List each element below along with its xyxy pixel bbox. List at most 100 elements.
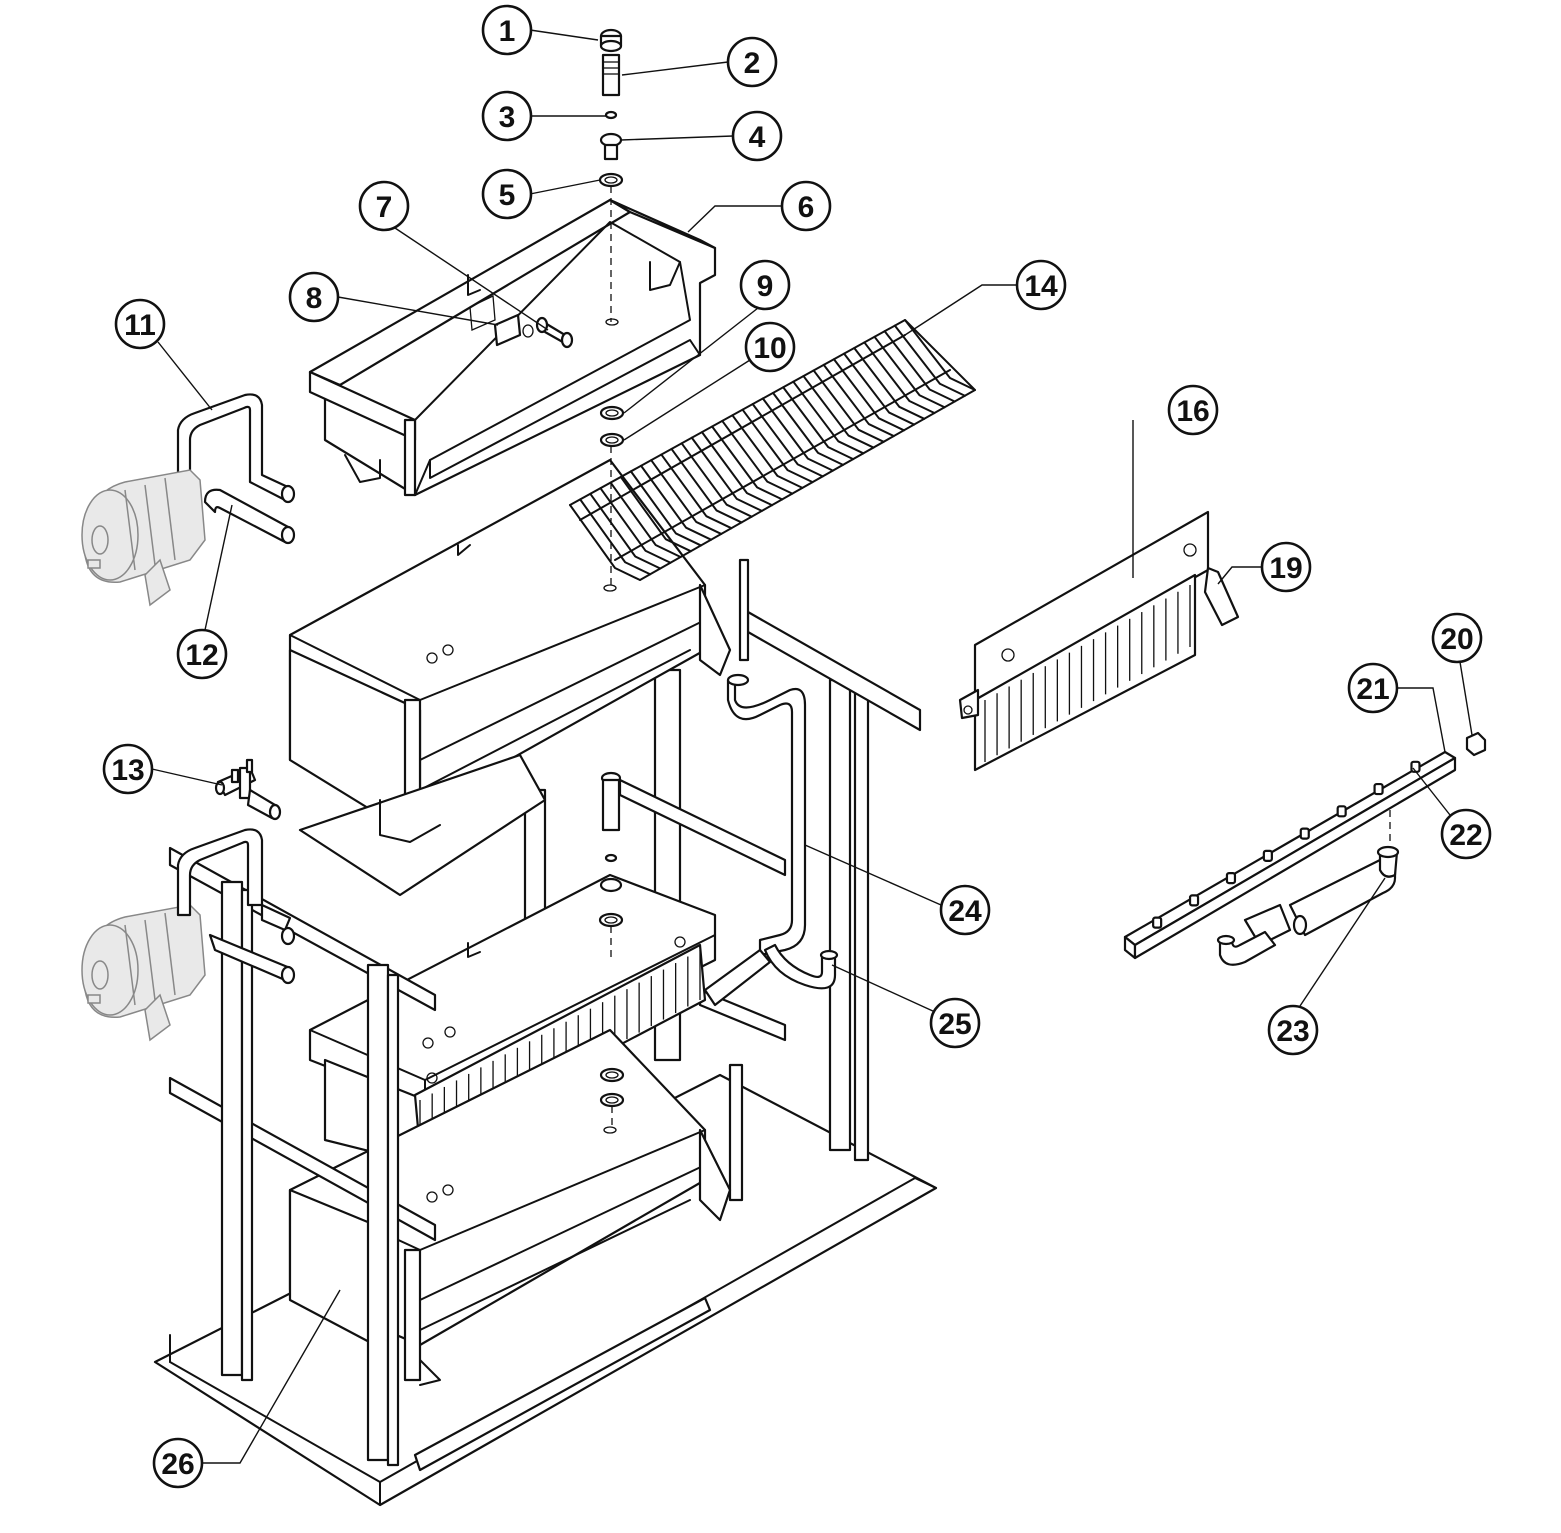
callout-label: 25 xyxy=(938,1008,971,1041)
leader-line-21 xyxy=(1397,687,1446,753)
leader-line-8 xyxy=(337,296,499,326)
spray-nozzle xyxy=(1336,805,1347,818)
grid-rod xyxy=(731,414,804,489)
leader-line-13 xyxy=(151,768,223,786)
callout-5: 5 xyxy=(481,168,533,220)
callout-label: 14 xyxy=(1024,270,1058,303)
callout-16: 16 xyxy=(1167,384,1219,436)
callout-circle xyxy=(288,271,340,323)
panel-16 xyxy=(958,510,1210,772)
leader-line-23 xyxy=(1299,877,1386,1007)
grid-rod xyxy=(904,319,976,391)
drain-pipe-25 xyxy=(703,943,839,1007)
callout-label: 22 xyxy=(1449,819,1482,852)
callout-label: 11 xyxy=(124,309,156,342)
callout-circle xyxy=(1267,1004,1319,1056)
grid-rod xyxy=(650,459,723,535)
callout-11: 11 xyxy=(114,298,166,350)
callout-26: 26 xyxy=(152,1437,204,1489)
grid-rod xyxy=(700,431,773,507)
leader-line-20 xyxy=(1459,661,1473,736)
callout-21: 21 xyxy=(1347,662,1399,714)
spray-nozzle xyxy=(1373,782,1384,796)
callout-label: 16 xyxy=(1176,395,1209,428)
leader-line-12 xyxy=(204,504,233,631)
spray-nozzle xyxy=(1225,872,1237,885)
grid-rod xyxy=(640,464,713,541)
callout-6: 6 xyxy=(780,180,832,232)
callout-22: 22 xyxy=(1440,808,1492,860)
callout-circle xyxy=(481,4,533,56)
callout-circle xyxy=(1260,541,1312,593)
grid-rod xyxy=(599,487,672,564)
spray-nozzle xyxy=(1188,894,1200,907)
leader-line-4 xyxy=(620,135,734,141)
callout-label: 26 xyxy=(161,1448,194,1481)
callout-circle xyxy=(739,259,791,311)
grid-rod xyxy=(751,403,824,478)
callout-2: 2 xyxy=(726,36,778,88)
leader-line-26 xyxy=(202,1289,341,1464)
part-20-cap xyxy=(1465,731,1487,757)
callout-label: 1 xyxy=(499,15,516,48)
drain-pipe-24 xyxy=(726,673,807,957)
callout-label: 7 xyxy=(376,191,393,224)
callout-7: 7 xyxy=(358,180,410,232)
grid-rod xyxy=(569,504,641,581)
grid-rod xyxy=(782,386,855,461)
pump-motor-upper xyxy=(81,469,206,607)
grid-rod xyxy=(670,447,743,524)
spray-nozzle xyxy=(1152,916,1163,929)
leader-line-24 xyxy=(804,844,942,906)
callout-circle xyxy=(102,743,154,795)
assembly-axes xyxy=(610,186,1391,1130)
callout-14: 14 xyxy=(1015,259,1067,311)
leader-line-1 xyxy=(529,29,599,41)
callout-8: 8 xyxy=(288,271,340,323)
callout-circle xyxy=(1015,259,1067,311)
callout-circle xyxy=(114,298,166,350)
callout-circle xyxy=(939,884,991,936)
panel-16-fins xyxy=(984,585,1191,762)
leader-line-11 xyxy=(157,341,213,411)
grid-rod xyxy=(589,492,662,570)
grid-rod xyxy=(843,352,916,426)
leader-line-14 xyxy=(904,284,1017,336)
callout-label: 21 xyxy=(1356,673,1389,706)
grid-rod xyxy=(741,408,814,484)
grid-rod xyxy=(863,341,936,415)
callout-label: 4 xyxy=(749,121,766,154)
nozzle-stack xyxy=(598,28,624,188)
grid-rod xyxy=(660,453,733,530)
valve-13 xyxy=(214,758,282,821)
spray-nozzle xyxy=(1262,849,1273,862)
callout-20: 20 xyxy=(1431,612,1483,664)
callout-label: 20 xyxy=(1440,623,1473,656)
pump-motor-lower xyxy=(81,904,206,1042)
grid-rod xyxy=(711,425,784,501)
leader-line-25 xyxy=(831,964,936,1013)
callout-13: 13 xyxy=(102,743,154,795)
leader-line-7 xyxy=(394,227,549,331)
pipe-lower xyxy=(176,828,296,985)
callout-label: 9 xyxy=(757,270,774,303)
grid-rod xyxy=(812,369,885,443)
callout-25: 25 xyxy=(929,997,981,1049)
callout-label: 3 xyxy=(499,101,516,134)
callout-label: 8 xyxy=(306,282,323,315)
callout-label: 13 xyxy=(111,754,144,787)
grid-rod xyxy=(680,442,753,518)
callout-circle xyxy=(726,36,778,88)
grid-rod xyxy=(772,391,845,466)
grid-rod xyxy=(802,375,875,449)
callout-label: 10 xyxy=(753,332,786,365)
callout-circle xyxy=(1431,612,1483,664)
callout-3: 3 xyxy=(481,90,533,142)
callout-label: 2 xyxy=(744,47,761,80)
grid-rod xyxy=(721,419,794,495)
grid-rod xyxy=(609,481,682,558)
grid-rod xyxy=(792,380,865,455)
spray-nozzle xyxy=(1299,827,1310,840)
